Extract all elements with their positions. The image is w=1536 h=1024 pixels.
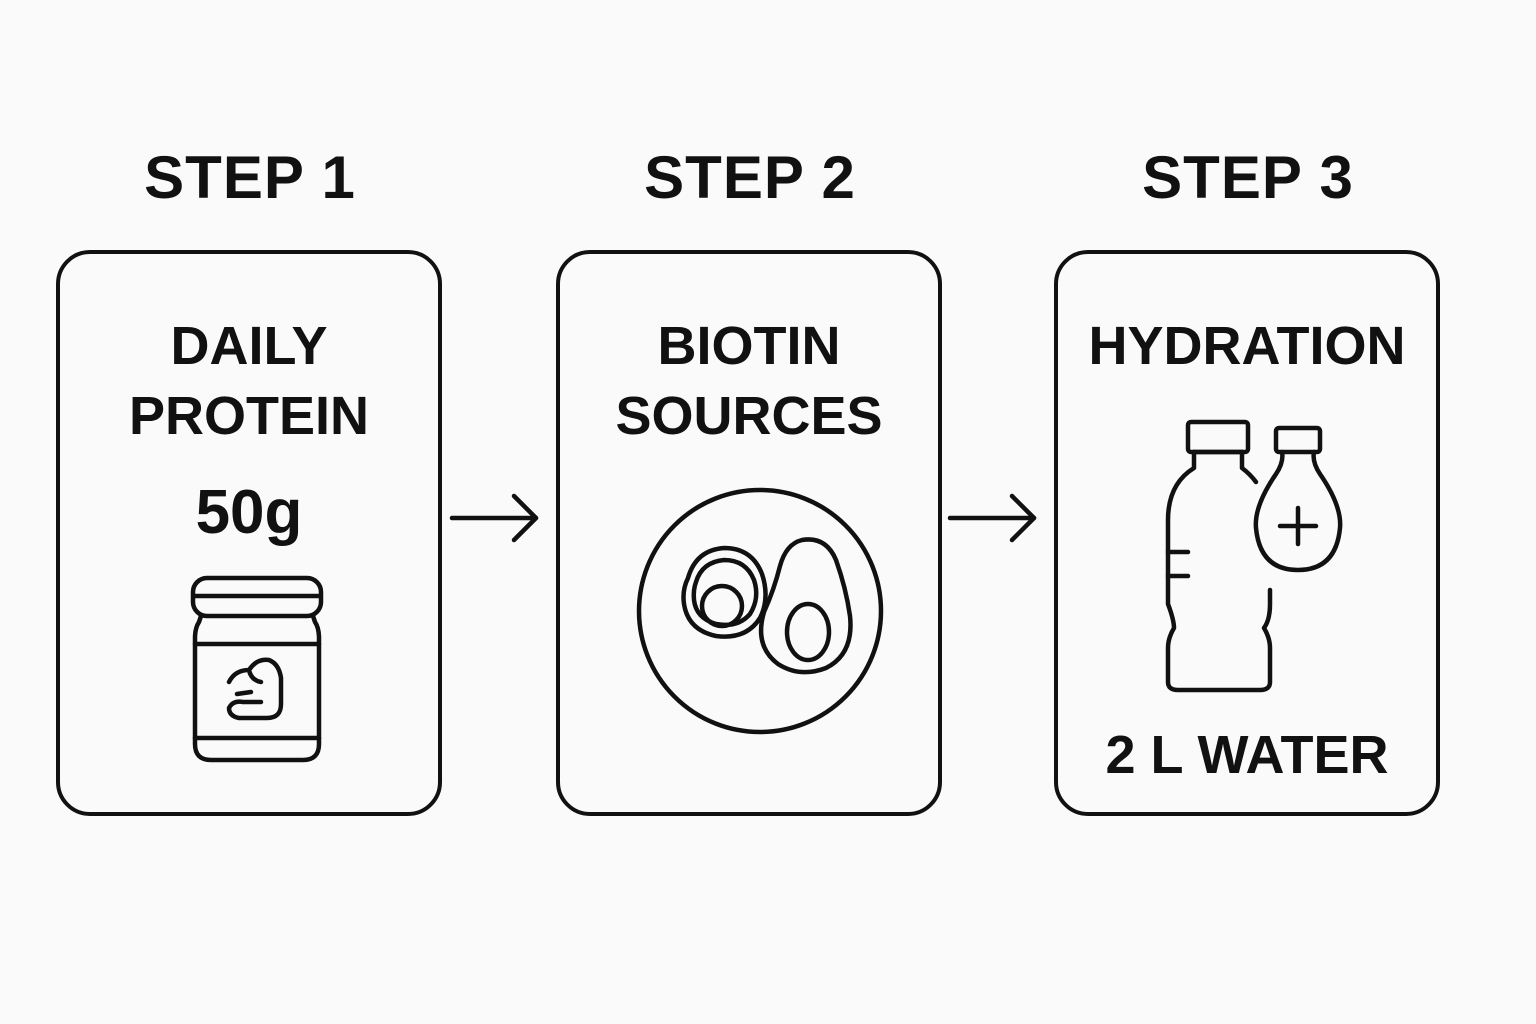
step-3-label: STEP 3 (1142, 144, 1354, 211)
step-2-label: STEP 2 (644, 144, 856, 211)
step-1-value: 50g (195, 478, 303, 547)
step-1-title-line-1: DAILY (170, 316, 328, 376)
step-3-card: HYDRATION 2 L WATER (1054, 250, 1440, 816)
arrow-right-icon (449, 493, 539, 543)
step-1-card: DAILY PROTEIN 50g (56, 250, 442, 816)
step-2-title-line-1: BIOTIN (657, 316, 841, 376)
step-3-value: 2 L WATER (1105, 725, 1389, 785)
step-2-title-line-2: SOURCES (615, 386, 883, 446)
step-1-title-line-2: PROTEIN (128, 386, 370, 446)
egg-avocado-plate-icon (636, 487, 884, 735)
step-3-title: HYDRATION (1088, 316, 1406, 376)
step-1-label: STEP 1 (144, 144, 356, 211)
step-2-card: BIOTIN SOURCES (556, 250, 942, 816)
water-bottle-drop-icon (1165, 419, 1343, 693)
arrow-right-icon (947, 493, 1037, 543)
protein-jar-icon (190, 575, 324, 763)
